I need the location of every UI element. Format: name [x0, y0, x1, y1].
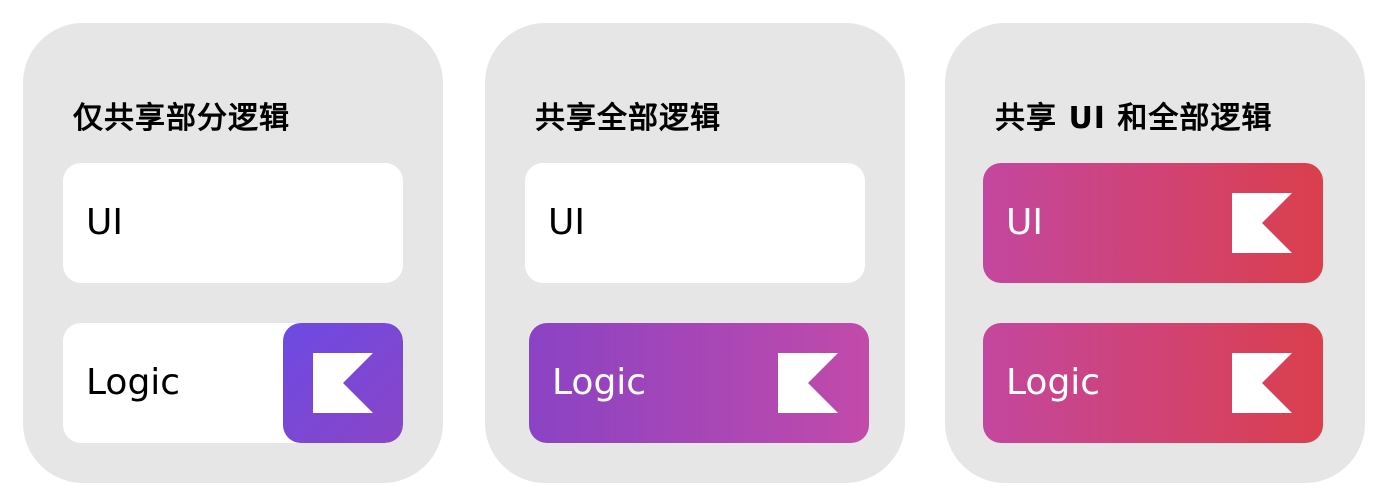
kotlin-logo-tile [283, 323, 403, 443]
logic-card: Logic [63, 323, 403, 443]
ui-label: UI [548, 202, 585, 243]
kotlin-logo-icon [778, 353, 838, 413]
logic-card: Logic [983, 323, 1323, 443]
panel-title: 仅共享部分逻辑 [73, 101, 290, 136]
panel-title: 共享 UI 和全部逻辑 [995, 101, 1273, 136]
panel-title: 共享全部逻辑 [535, 101, 721, 136]
ui-card: UI [983, 163, 1323, 283]
logic-label: Logic [1006, 362, 1101, 403]
kotlin-logo-icon [313, 353, 373, 413]
logic-label: Logic [86, 362, 181, 403]
ui-card: UI [525, 163, 865, 283]
kotlin-logo-icon [1232, 353, 1292, 413]
kotlin-logo-icon [1232, 193, 1292, 253]
ui-label: UI [86, 202, 123, 243]
panel-all-logic: 共享全部逻辑 UI Logic [485, 23, 905, 483]
panel-ui-and-logic: 共享 UI 和全部逻辑 UI Logic [945, 23, 1365, 483]
panel-partial-logic: 仅共享部分逻辑 UI Logic [23, 23, 443, 483]
logic-card: Logic [529, 323, 869, 443]
logic-label: Logic [552, 362, 647, 403]
ui-label: UI [1006, 202, 1043, 243]
ui-card: UI [63, 163, 403, 283]
